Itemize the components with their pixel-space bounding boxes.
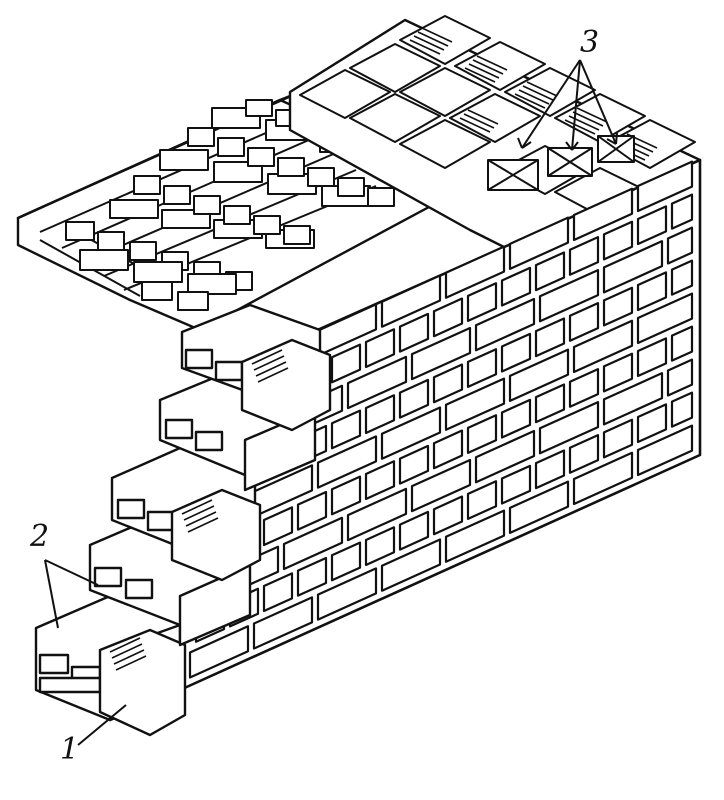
front-brick <box>508 216 570 270</box>
front-brick <box>602 240 664 294</box>
front-brick <box>602 286 634 327</box>
front-brick <box>602 352 634 393</box>
front-brick <box>262 572 294 613</box>
leader-2b <box>44 559 99 586</box>
leader-2a <box>44 559 59 629</box>
front-brick <box>534 383 566 424</box>
x-marked-bricks <box>487 135 635 191</box>
front-brick <box>432 495 464 536</box>
front-brick <box>296 556 328 597</box>
front-brick <box>282 516 344 571</box>
front-brick <box>398 312 430 353</box>
front-brick <box>432 297 464 338</box>
stepped-end <box>34 303 332 737</box>
front-brick <box>568 301 600 342</box>
front-brick <box>296 490 328 531</box>
front-brick <box>398 378 430 419</box>
front-brick <box>602 418 634 459</box>
front-brick <box>534 317 566 358</box>
front-brick <box>316 567 378 621</box>
front-brick <box>538 400 600 455</box>
leader-3c <box>579 59 617 145</box>
front-brick <box>364 460 396 501</box>
front-brick <box>444 509 506 563</box>
front-brick <box>466 480 498 520</box>
front-brick <box>602 372 664 426</box>
front-brick <box>188 625 250 679</box>
front-brick <box>670 259 694 296</box>
front-brick <box>538 268 600 323</box>
front-brick <box>398 510 430 551</box>
front-brick <box>636 424 694 477</box>
header-brick-5 <box>240 338 332 432</box>
front-brick <box>262 506 294 547</box>
front-brick <box>466 414 498 454</box>
front-brick <box>508 348 570 402</box>
front-brick <box>534 251 566 292</box>
front-brick <box>346 355 408 410</box>
header-brick-3 <box>170 488 262 582</box>
front-brick <box>380 406 442 460</box>
front-brick <box>410 326 472 381</box>
front-brick <box>410 458 472 513</box>
callout-label-1: 1 <box>60 732 80 767</box>
front-brick <box>500 266 532 307</box>
front-brick <box>500 398 532 439</box>
front-brick <box>500 464 532 505</box>
front-brick <box>602 220 634 261</box>
front-brick <box>380 274 442 328</box>
front-brick <box>330 409 362 450</box>
wall-top <box>288 15 702 257</box>
front-brick <box>444 377 506 431</box>
front-brick <box>474 297 536 352</box>
front-brick <box>508 480 570 534</box>
front-brick <box>364 328 396 369</box>
front-brick <box>252 596 314 650</box>
front-brick <box>670 325 694 362</box>
front-brick <box>432 363 464 404</box>
front-brick <box>666 358 694 397</box>
front-brick <box>534 449 566 490</box>
front-brick <box>432 429 464 470</box>
front-brick <box>330 541 362 582</box>
front-brick <box>636 337 668 378</box>
leader-3a <box>521 59 581 149</box>
top-bricks <box>299 15 696 217</box>
front-brick <box>330 343 362 384</box>
front-brick <box>474 429 536 484</box>
front-brick <box>346 487 408 542</box>
front-brick <box>670 391 694 428</box>
front-brick <box>364 526 396 567</box>
front-brick <box>572 187 634 242</box>
front-brick <box>364 394 396 435</box>
front-brick <box>636 205 668 246</box>
leader-1 <box>77 704 127 746</box>
front-brick <box>572 451 634 506</box>
front-brick <box>466 282 498 322</box>
front-brick <box>636 403 668 444</box>
front-brick <box>380 538 442 592</box>
front-brick <box>666 226 694 265</box>
front-brick <box>398 444 430 485</box>
front-brick <box>316 435 378 489</box>
front-brick <box>670 193 694 230</box>
callout-leaders <box>44 59 618 746</box>
front-brick <box>572 319 634 374</box>
front-brick <box>466 348 498 388</box>
leader-3b <box>571 59 581 151</box>
front-brick <box>636 160 694 213</box>
front-brick <box>500 332 532 373</box>
front-brick <box>568 433 600 474</box>
front-brick <box>568 367 600 408</box>
front-brick <box>330 475 362 516</box>
front-brick <box>568 235 600 276</box>
callout-label-2: 2 <box>30 519 50 554</box>
front-brick <box>636 271 668 312</box>
front-brick <box>444 245 506 299</box>
front-brick <box>636 292 694 345</box>
callout-label-3: 3 <box>580 25 600 60</box>
